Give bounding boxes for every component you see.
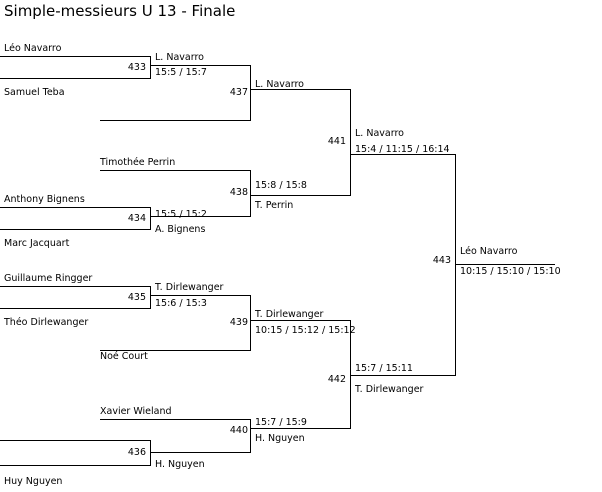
match-winner-440: H. Nguyen bbox=[255, 433, 305, 444]
bracket-connector-match-436 bbox=[150, 440, 151, 466]
bracket-line-final-top bbox=[350, 154, 455, 155]
entrant-label-timothee-perrin: Timothée Perrin bbox=[100, 157, 176, 168]
bracket-line-entrant-1 bbox=[0, 56, 150, 57]
bracket-line-entrant-10 bbox=[0, 465, 150, 466]
match-number-442: 442 bbox=[327, 374, 346, 385]
match-winner-441: L. Navarro bbox=[355, 128, 404, 139]
bracket-line-match-437-bottom bbox=[100, 120, 250, 121]
bracket-line-entrant-4 bbox=[0, 207, 150, 208]
match-winner-437: L. Navarro bbox=[255, 79, 304, 90]
bracket-line-match-437-top bbox=[150, 65, 250, 66]
bracket-connector-match-439 bbox=[250, 295, 251, 351]
match-winner-434: A. Bignens bbox=[155, 224, 206, 235]
match-number-434: 434 bbox=[127, 213, 146, 224]
entrant-label-samuel-teba: Samuel Teba bbox=[4, 87, 65, 98]
entrant-label-huy-nguyen: Huy Nguyen bbox=[4, 476, 63, 487]
bracket-line-match-440-bottom bbox=[150, 452, 250, 453]
bracket-connector-match-435 bbox=[150, 286, 151, 309]
match-number-441: 441 bbox=[327, 136, 346, 147]
bracket-connector-match-442 bbox=[350, 320, 351, 429]
bracket-connector-match-443 bbox=[455, 154, 456, 376]
entrant-label-guillaume-ringger: Guillaume Ringger bbox=[4, 273, 93, 284]
match-number-439: 439 bbox=[229, 317, 248, 328]
entrant-label-leo-navarro: Léo Navarro bbox=[4, 43, 62, 54]
bracket-line-match-438-bottom bbox=[150, 216, 250, 217]
page-title: Simple-messieurs U 13 - Finale bbox=[4, 2, 236, 20]
match-number-443: 443 bbox=[432, 255, 451, 266]
bracket-line-entrant-9 bbox=[100, 419, 250, 420]
match-winner-439: T. Dirlewanger bbox=[255, 309, 324, 320]
match-score-442: 15:7 / 15:11 bbox=[355, 363, 413, 374]
bracket-line-entrant-6 bbox=[0, 286, 150, 287]
bracket-connector-match-438 bbox=[250, 170, 251, 217]
entrant-label-xavier-wieland: Xavier Wieland bbox=[100, 406, 172, 417]
bracket-line-match-442-bottom bbox=[250, 428, 350, 429]
bracket-connector-match-441 bbox=[350, 89, 351, 196]
entrant-label-noe-court: Noé Court bbox=[100, 351, 148, 362]
match-score-443: 10:15 / 15:10 / 15:10 bbox=[460, 266, 561, 277]
bracket-connector-match-433 bbox=[150, 56, 151, 79]
match-number-440: 440 bbox=[229, 425, 248, 436]
bracket-connector-match-437 bbox=[250, 65, 251, 121]
bracket-line-match-441-bottom bbox=[250, 195, 350, 196]
bracket-line-champion-underline bbox=[455, 264, 555, 265]
entrant-label-anthony-bignens: Anthony Bignens bbox=[4, 194, 85, 205]
match-number-436: 436 bbox=[127, 447, 146, 458]
match-winner-442: T. Dirlewanger bbox=[355, 384, 424, 395]
match-winner-435: T. Dirlewanger bbox=[155, 282, 224, 293]
bracket-line-match-441-top bbox=[250, 89, 350, 90]
match-winner-433: L. Navarro bbox=[155, 52, 204, 63]
match-winner-443: Léo Navarro bbox=[460, 246, 518, 257]
bracket-line-entrant-3 bbox=[100, 170, 250, 171]
bracket-line-match-442-top bbox=[250, 320, 350, 321]
bracket-connector-match-440 bbox=[250, 419, 251, 453]
match-score-435: 15:6 / 15:3 bbox=[155, 298, 207, 309]
bracket-line-match-439-top bbox=[150, 295, 250, 296]
entrant-label-marc-jacquart: Marc Jacquart bbox=[4, 238, 70, 249]
match-number-435: 435 bbox=[127, 292, 146, 303]
match-score-440: 15:7 / 15:9 bbox=[255, 417, 307, 428]
match-number-438: 438 bbox=[229, 187, 248, 198]
match-score-434: 15:5 / 15:2 bbox=[155, 209, 207, 220]
bracket-line-final-bottom bbox=[350, 375, 455, 376]
match-score-439: 10:15 / 15:12 / 15:12 bbox=[255, 325, 356, 336]
match-winner-438: T. Perrin bbox=[255, 200, 294, 211]
match-score-433: 15:5 / 15:7 bbox=[155, 67, 207, 78]
entrant-label-theo-dirlewanger: Théo Dirlewanger bbox=[4, 317, 89, 328]
match-winner-436: H. Nguyen bbox=[155, 459, 205, 470]
bracket-line-entrant-7 bbox=[0, 308, 150, 309]
bracket-line-entrant-2 bbox=[0, 78, 150, 79]
match-number-433: 433 bbox=[127, 62, 146, 73]
match-score-441: 15:4 / 11:15 / 16:14 bbox=[355, 144, 450, 155]
match-score-438: 15:8 / 15:8 bbox=[255, 180, 307, 191]
match-number-437: 437 bbox=[229, 87, 248, 98]
bracket-line-entrant-5 bbox=[0, 229, 150, 230]
bracket-connector-match-434 bbox=[150, 207, 151, 230]
bracket-line-entrant-8 bbox=[100, 350, 250, 351]
bracket-line-entrant-10-top bbox=[0, 440, 150, 441]
